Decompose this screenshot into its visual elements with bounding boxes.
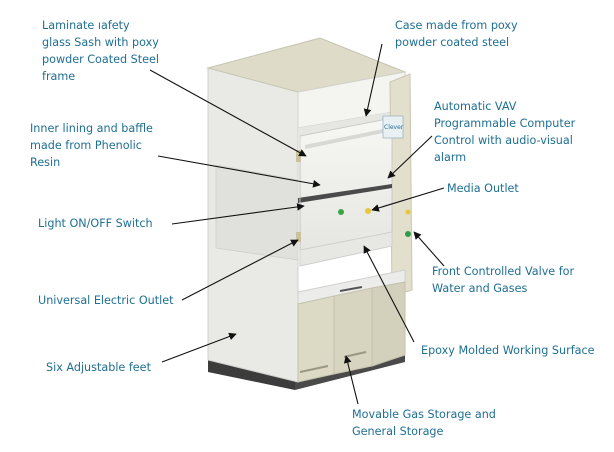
label-valve: Front Controlled Valve for Water and Gas…	[432, 265, 575, 295]
leader-epoxy	[363, 245, 415, 343]
label-case: Case made from poxy powder coated steel	[395, 19, 518, 49]
leader-electric	[181, 239, 299, 301]
label-vav: Automatic VAV Programmable Computer Cont…	[434, 100, 576, 164]
leader-media	[371, 187, 445, 212]
label-light: Light ON/OFF Switch	[38, 217, 153, 230]
leader-feet	[161, 332, 237, 363]
leader-storage	[343, 355, 359, 405]
media-outlet	[365, 208, 371, 214]
work-surface	[299, 231, 393, 267]
light-switch	[296, 232, 301, 242]
front-pilaster	[389, 73, 413, 297]
label-media: Media Outlet	[447, 182, 519, 195]
label-epoxy: Epoxy Molded Working Surface	[421, 344, 595, 357]
storage-cabinet	[297, 281, 406, 383]
label-lining: Inner lining and baffle made from Phenol…	[30, 122, 153, 169]
label-electric: Universal Electric Outlet	[38, 294, 174, 307]
leader-lining	[157, 155, 321, 188]
panel-brand: Clever	[384, 124, 404, 131]
leader-vav	[387, 135, 433, 179]
leader-sash	[149, 69, 307, 157]
leader-lines	[149, 43, 445, 405]
sash-frame	[298, 184, 392, 203]
label-storage: Movable Gas Storage and General Storage	[352, 408, 496, 438]
leader-valve	[413, 231, 445, 267]
leader-case	[363, 43, 383, 117]
leader-light	[171, 203, 305, 225]
label-feet: Six Adjustable feet	[46, 361, 151, 374]
front-valve	[405, 231, 411, 237]
control-panel: Clever	[382, 115, 404, 139]
label-sash: Laminate ıafety glass Sash with poxy pow…	[42, 19, 160, 83]
